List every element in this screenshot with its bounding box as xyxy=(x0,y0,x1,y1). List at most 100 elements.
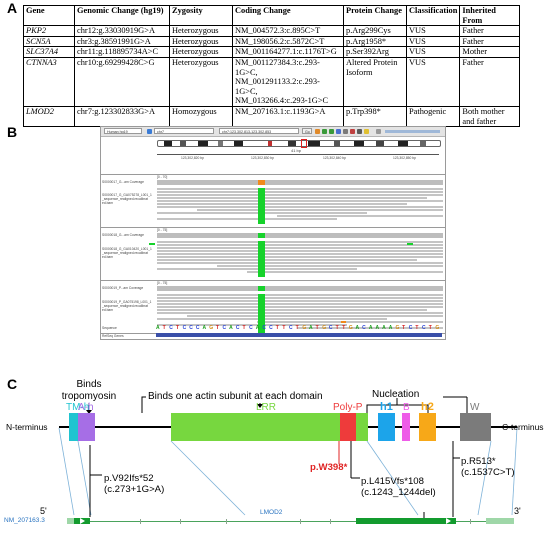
cell-zygosity: Heterozygous xyxy=(169,56,233,107)
sequence-base: T xyxy=(242,325,246,331)
alignment-track-name[interactable]: S0000019_P_GA075198_L001_1 _sequence_rea… xyxy=(102,300,152,312)
cell-gene: PKP2 xyxy=(23,25,75,37)
mutation-l415vfs: p.L415Vfs*108 (c.1243_1244del) xyxy=(361,476,436,498)
chromosome-ideogram[interactable] xyxy=(157,140,441,147)
sequence-base: A xyxy=(375,325,380,331)
alignment-reads[interactable] xyxy=(149,241,443,279)
sequence-base: A xyxy=(388,325,393,331)
domain-label-poly-p: Poly-P xyxy=(333,402,363,413)
chromosome-select[interactable]: chr7 xyxy=(154,128,214,134)
panel-label-a: A xyxy=(7,0,18,16)
cell-coding: NM_001164277.1:c.1176T>G xyxy=(232,46,344,58)
arrow-icon xyxy=(80,518,85,524)
alignment-reads[interactable] xyxy=(157,294,443,334)
sequence-base: G xyxy=(302,325,307,331)
refseq-gene-bar xyxy=(156,333,442,337)
sequence-base: T xyxy=(402,325,406,331)
alignment-reads[interactable] xyxy=(157,188,443,226)
go-button[interactable]: Go xyxy=(302,128,312,134)
panel-label-b: B xyxy=(7,124,18,140)
gene-name-label: LMOD2 xyxy=(260,509,283,516)
sequence-base: C xyxy=(408,325,413,331)
sequence-base: A xyxy=(156,325,160,331)
domain-label-a-h: A-h xyxy=(78,402,94,413)
resize-icon[interactable] xyxy=(357,129,362,134)
ruler-tick: 123,302,840 bp xyxy=(323,156,346,160)
mutation-v92ifs: p.V92Ifs*52 (c.273+1G>A) xyxy=(104,473,165,495)
domain-a-h xyxy=(78,413,95,441)
genome-select[interactable]: Human hg19 xyxy=(104,128,142,134)
table-header-row: Gene Genomic Change (hg19) Zygosity Codi… xyxy=(23,4,520,27)
cell-protein: p.Trp398* xyxy=(343,105,407,128)
back-icon[interactable] xyxy=(322,129,327,134)
binds-actin-label: Binds one actin subunit at each domain xyxy=(146,391,325,403)
sequence-base: A xyxy=(229,325,233,331)
cell-zygosity: Homozygous xyxy=(169,105,233,128)
sequence-base: G xyxy=(348,325,353,331)
sequence-base: T xyxy=(162,325,166,331)
coverage-scale: [0 - 75] xyxy=(157,228,168,232)
sequence-base: T xyxy=(315,325,319,331)
col-classification: Classification xyxy=(405,4,461,27)
five-prime-label: 5' xyxy=(40,506,47,516)
domain-label-h2: h2 xyxy=(421,401,434,413)
cell-classification: VUS xyxy=(405,35,461,48)
popup-icon[interactable] xyxy=(364,129,369,134)
locus-input[interactable]: chr7:123,302,813-123,302,853 xyxy=(219,128,299,134)
igv-browser: Human hg19 chr7 chr7:123,302,813-123,302… xyxy=(100,126,446,340)
table-row: CTNNA3 chr10:g.69299428C>G Heterozygous … xyxy=(23,56,520,107)
cell-genomic: chr12:g.33030919G>A xyxy=(74,25,170,37)
cell-coding: NM_198056.2:c.5872C>T xyxy=(232,35,344,48)
sequence-base: C xyxy=(269,325,273,331)
sequence-base: C xyxy=(182,325,187,331)
cell-coding: NM_207163.1:c.1193G>A xyxy=(232,105,344,128)
cell-protein: Altered Protein Isoform xyxy=(343,56,407,107)
coding-line: NM_001291133.2:c.293-1G>C, xyxy=(235,77,320,96)
sequence-base: C xyxy=(362,325,366,331)
domain-h2 xyxy=(419,413,436,441)
sequence-base: C xyxy=(235,325,240,331)
sequence-base: A xyxy=(202,325,207,331)
forward-icon[interactable] xyxy=(329,129,334,134)
coverage-track-name[interactable]: S0000018_G...am Coverage xyxy=(102,233,144,237)
cell-gene: SLC37A4 xyxy=(23,46,75,58)
sequence-base: A xyxy=(255,325,260,331)
ruler-icon[interactable] xyxy=(343,129,348,134)
sequence-base: T xyxy=(175,325,180,331)
col-genomic: Genomic Change (hg19) xyxy=(74,4,170,27)
ruler-tick: 123,302,820 bp xyxy=(181,156,204,160)
sequence-base: C xyxy=(422,325,426,331)
sequence-base: T xyxy=(282,325,286,331)
refresh-icon[interactable] xyxy=(336,129,341,134)
coverage-track-name[interactable]: S0000017_G...am Coverage xyxy=(102,180,144,184)
zoom-icon[interactable] xyxy=(376,129,381,134)
ruler-width-label: 41 bp xyxy=(291,148,302,153)
variants-table: Gene Genomic Change (hg19) Zygosity Codi… xyxy=(23,4,520,128)
dropdown-icon[interactable] xyxy=(147,129,152,134)
cell-classification: VUS xyxy=(405,46,461,58)
sequence-base: C xyxy=(249,325,253,331)
alignment-track-name[interactable]: S0000017_G_GA075278_L001_1 _sequence_rea… xyxy=(102,193,152,205)
cell-inherited: Father xyxy=(459,25,520,37)
coverage-scale: [0 - 70] xyxy=(157,175,168,179)
c-terminus-label: C-terminus xyxy=(502,422,544,432)
roi-icon[interactable] xyxy=(350,129,355,134)
mutation-w398: p.W398* xyxy=(310,462,347,473)
exon xyxy=(356,518,456,524)
sequence-base: A xyxy=(368,325,373,331)
cell-genomic: chr3:g.38591991G>A xyxy=(74,35,170,48)
sequence-base: G xyxy=(209,325,214,331)
cell-inherited: Both mother and father xyxy=(459,105,520,128)
coverage-track-name[interactable]: S0000019_P...am Coverage xyxy=(102,286,144,290)
home-icon[interactable] xyxy=(315,129,320,134)
sequence-base: C xyxy=(289,325,293,331)
cell-genomic: chr11:g.118895734A>C xyxy=(74,46,170,58)
alignment-track-name[interactable]: S0000018_G_GA010420_L001_1 _sequence_rea… xyxy=(102,247,152,259)
domain-label-h1: h1 xyxy=(380,401,393,413)
ruler-tick: 123,302,850 bp xyxy=(393,156,416,160)
cell-coding: NM_001127384.3:c.293-1G>C, NM_001291133.… xyxy=(232,56,344,107)
sequence-base: C xyxy=(262,325,267,331)
panel-label-c: C xyxy=(7,376,18,392)
col-inherited: Inherited From xyxy=(459,4,520,27)
col-zygosity: Zygosity xyxy=(169,4,233,27)
